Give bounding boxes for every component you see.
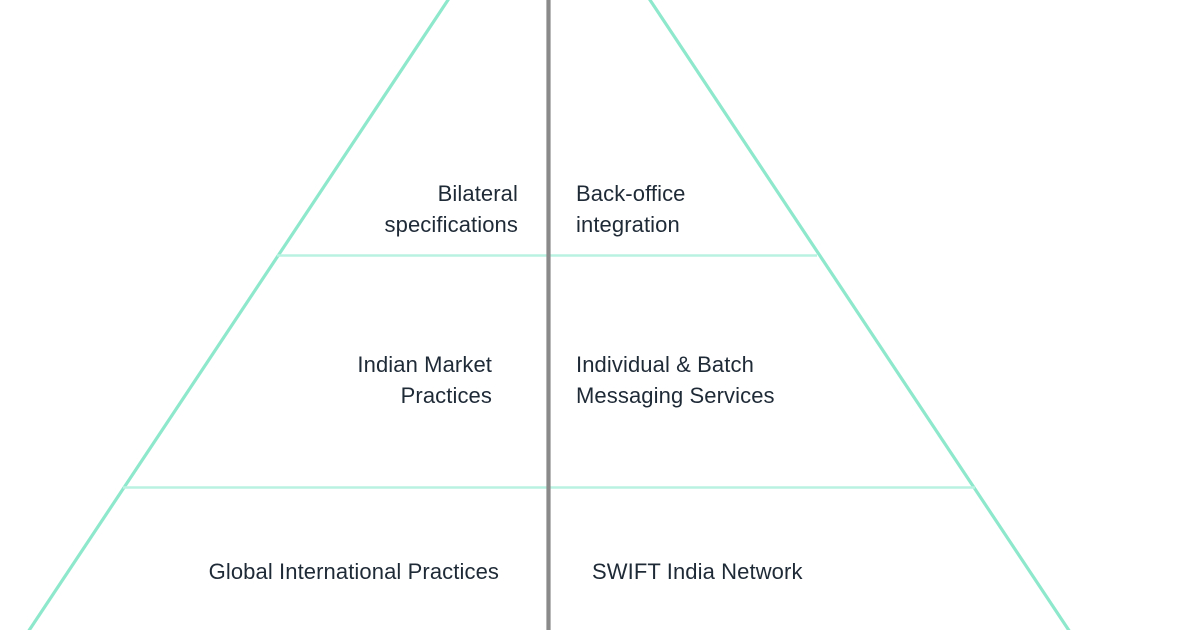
tier-1-right-label: Back-office integration	[576, 181, 686, 237]
tier-3-left-label: Global International Practices	[208, 559, 499, 584]
tier-2-right-label: Individual & Batch Messaging Services	[576, 352, 775, 408]
pyramid-left-edge	[27, 0, 450, 630]
tier-3-right-label: SWIFT India Network	[592, 559, 803, 584]
pyramid-right-edge	[648, 0, 1071, 630]
tier-1-left-label: Bilateral specifications	[384, 181, 518, 237]
tier-2-left-label: Indian Market Practices	[357, 352, 492, 408]
